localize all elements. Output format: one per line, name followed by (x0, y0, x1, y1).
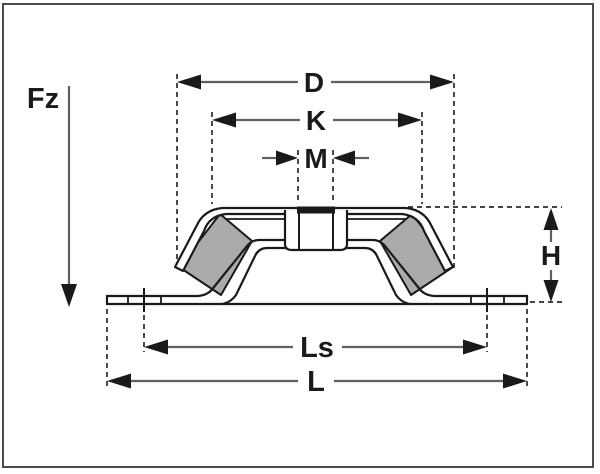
base-plate (105, 238, 529, 306)
dimension-d-label: D (304, 67, 324, 98)
left-arrowhead-icon (212, 112, 236, 128)
dimension-m-label: M (304, 143, 327, 174)
left-strip-lower-edge (221, 246, 288, 306)
right-strip-lower-edge (344, 246, 411, 306)
bushing-top-face (297, 206, 335, 214)
dimension-ls-label: Ls (300, 332, 334, 364)
dimension-l: L (107, 366, 527, 398)
down-arrowhead-icon (543, 280, 559, 302)
bushing-body (283, 210, 349, 252)
force-arrow-fz: Fz (27, 83, 77, 307)
left-arrowhead-icon (177, 74, 201, 90)
force-label: Fz (27, 83, 59, 115)
dimension-d: D (177, 67, 454, 98)
left-arrowhead-icon (333, 150, 355, 166)
top-bracket (173, 206, 455, 273)
left-arrowhead-icon (144, 339, 168, 355)
dimension-l-label: L (307, 366, 325, 398)
right-foot-and-strip-upper-edge (344, 238, 529, 298)
right-arrowhead-icon (503, 373, 527, 389)
mount-cross-section (105, 206, 529, 312)
dimension-m: M (262, 143, 369, 174)
extension-lines (106, 74, 562, 388)
down-arrowhead-icon (61, 284, 77, 307)
dimension-h: H (541, 208, 561, 302)
dimension-k-label: K (306, 105, 326, 136)
center-bushing (283, 206, 349, 252)
left-foot-and-strip-upper-edge (105, 238, 288, 298)
dimension-ls: Ls (144, 332, 487, 364)
left-arrowhead-icon (107, 373, 131, 389)
dimension-h-label: H (541, 240, 561, 271)
frame-border (2, 3, 594, 468)
up-arrowhead-icon (543, 208, 559, 230)
mounting-holes (127, 288, 505, 312)
right-arrowhead-icon (430, 74, 454, 90)
right-arrowhead-icon (398, 112, 422, 128)
right-arrowhead-icon (276, 150, 298, 166)
dimension-k: K (212, 105, 422, 136)
right-arrowhead-icon (463, 339, 487, 355)
